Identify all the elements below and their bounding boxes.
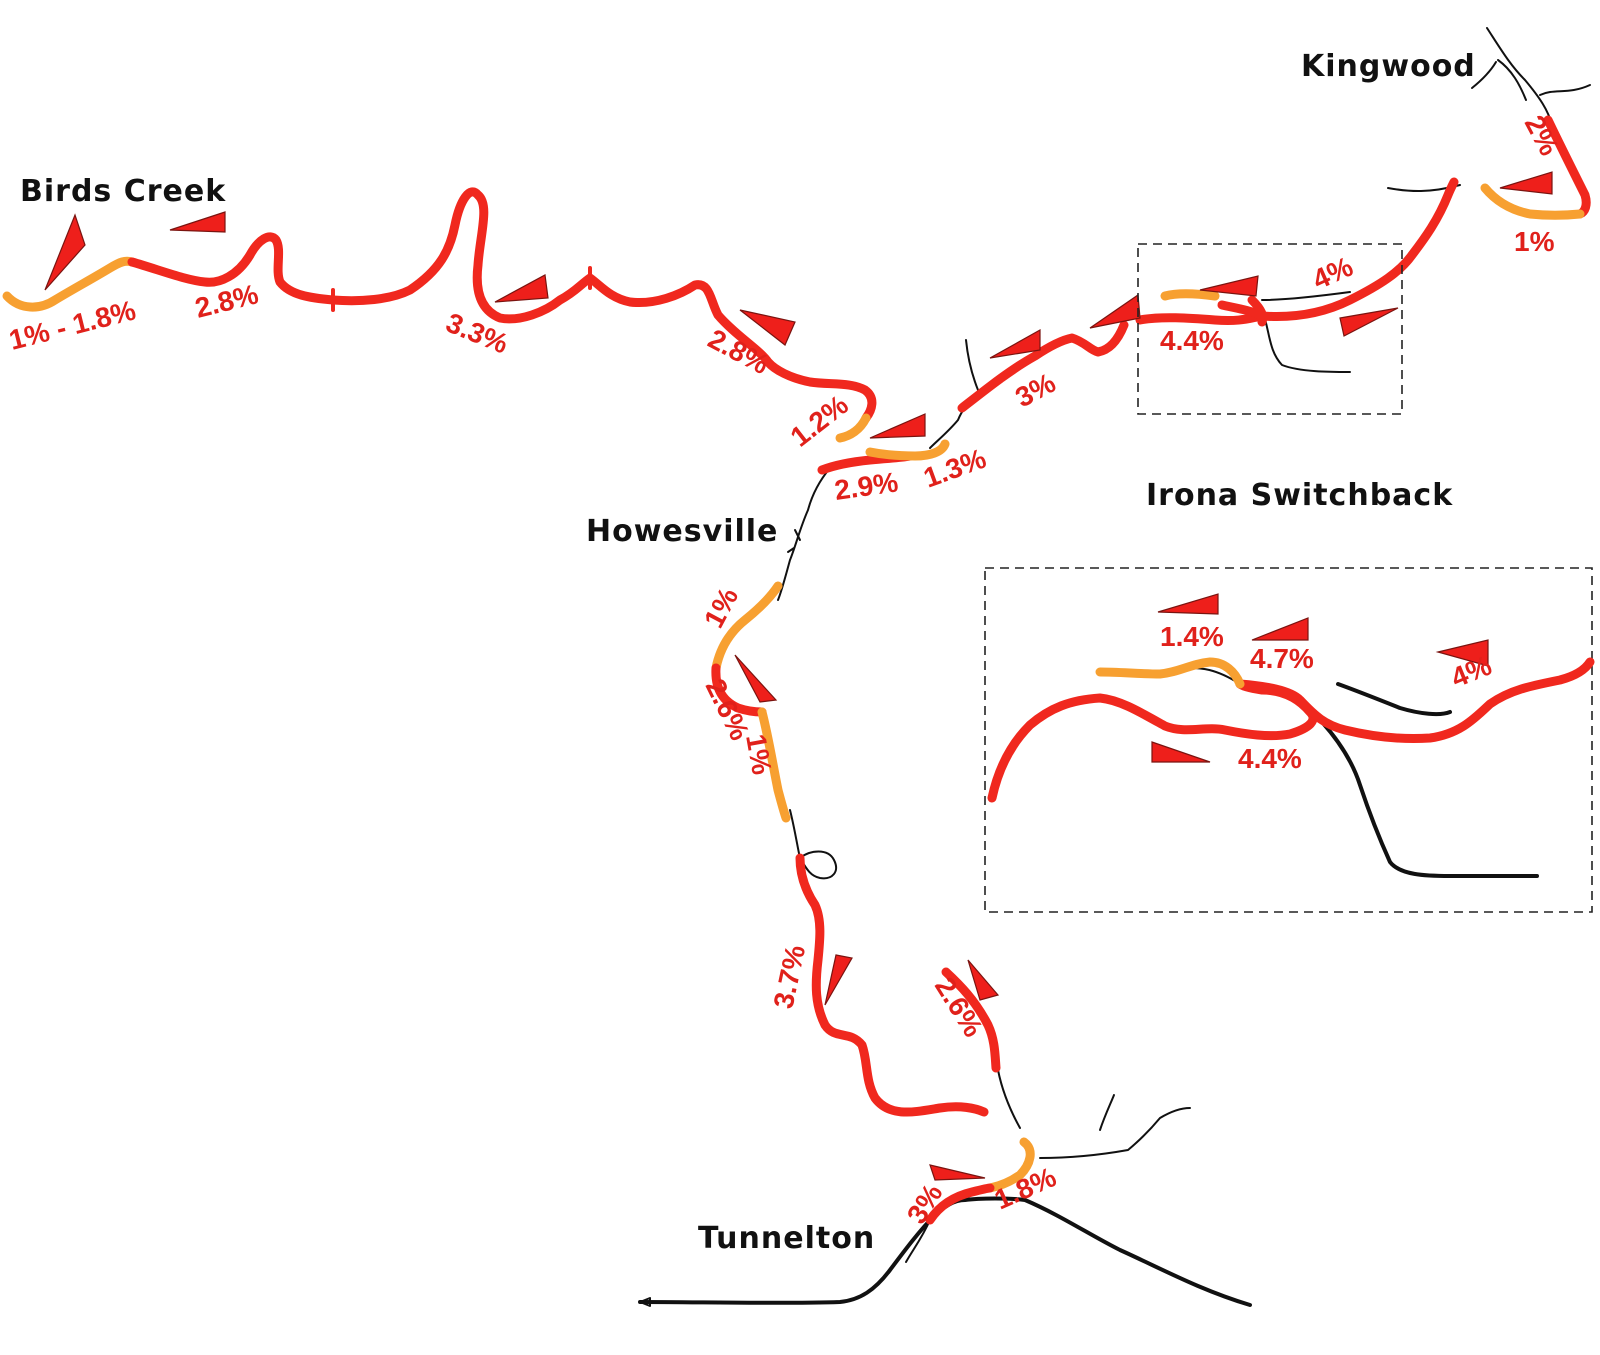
grade-label: 4% xyxy=(1308,251,1358,296)
grade-wedge-icon xyxy=(1499,171,1553,195)
grade-labels: 1% - 1.8% 2.8% 3.3% 2.8% 1.2% 2.9% 1.3% … xyxy=(6,110,1565,1229)
grade-label: 2.9% xyxy=(833,466,901,506)
town-labels: Birds Creek Kingwood Howesville Tunnelto… xyxy=(20,49,1476,1256)
irona-inset-map xyxy=(987,593,1595,879)
town-label-tunnelton: Tunnelton xyxy=(698,1221,875,1256)
grade-label: 4.4% xyxy=(1160,325,1224,356)
grade-label: 2% xyxy=(1519,110,1565,160)
grade-label: 1% xyxy=(1514,226,1555,257)
inset-grade-labels: 1.4% 4.7% 4% 4.4% xyxy=(1160,621,1496,774)
grade-wedge-icon xyxy=(824,954,853,1006)
grade-label: 1.2% xyxy=(785,389,854,453)
grade-wedges xyxy=(44,171,1553,1181)
town-label-howesville: Howesville xyxy=(586,514,778,549)
inset-grade-label: 1.4% xyxy=(1160,621,1224,652)
grade-label: 3% xyxy=(1010,367,1060,413)
grade-wedge-icon xyxy=(739,309,796,346)
inset-title: Irona Switchback xyxy=(1146,478,1453,513)
town-label-kingwood: Kingwood xyxy=(1301,49,1476,84)
town-label-birds-creek: Birds Creek xyxy=(20,174,226,209)
grade-wedge-icon xyxy=(734,654,778,703)
grade-wedge-icon xyxy=(967,959,1000,1001)
grade-segments xyxy=(2,115,1591,1225)
irona-inset-box xyxy=(984,567,1593,913)
inset-grade-label: 4.4% xyxy=(1238,743,1302,774)
grade-wedge-icon xyxy=(869,413,926,439)
inset-grade-label: 4.7% xyxy=(1250,643,1314,674)
grade-wedge-icon xyxy=(494,274,549,303)
grade-wedge-icon xyxy=(1199,275,1259,297)
grade-wedge-icon xyxy=(169,211,226,233)
irona-locator-box xyxy=(1137,243,1403,415)
grade-wedge-icon xyxy=(989,328,1041,359)
rail-lines xyxy=(638,27,1591,1307)
grade-label: 1% xyxy=(740,732,778,777)
grade-wedge-icon xyxy=(1089,293,1141,329)
grade-wedge-icon xyxy=(44,213,86,291)
grade-wedge-icon xyxy=(1251,617,1309,641)
grade-wedge-icon xyxy=(1435,639,1489,667)
grade-label: 3.7% xyxy=(768,942,812,1011)
grade-wedge-icon xyxy=(1339,307,1399,337)
grade-wedge-icon xyxy=(1157,593,1219,615)
grade-wedge-icon xyxy=(1151,741,1211,763)
grade-wedge-icon xyxy=(929,1164,986,1181)
grade-label: 3% xyxy=(901,1178,949,1229)
